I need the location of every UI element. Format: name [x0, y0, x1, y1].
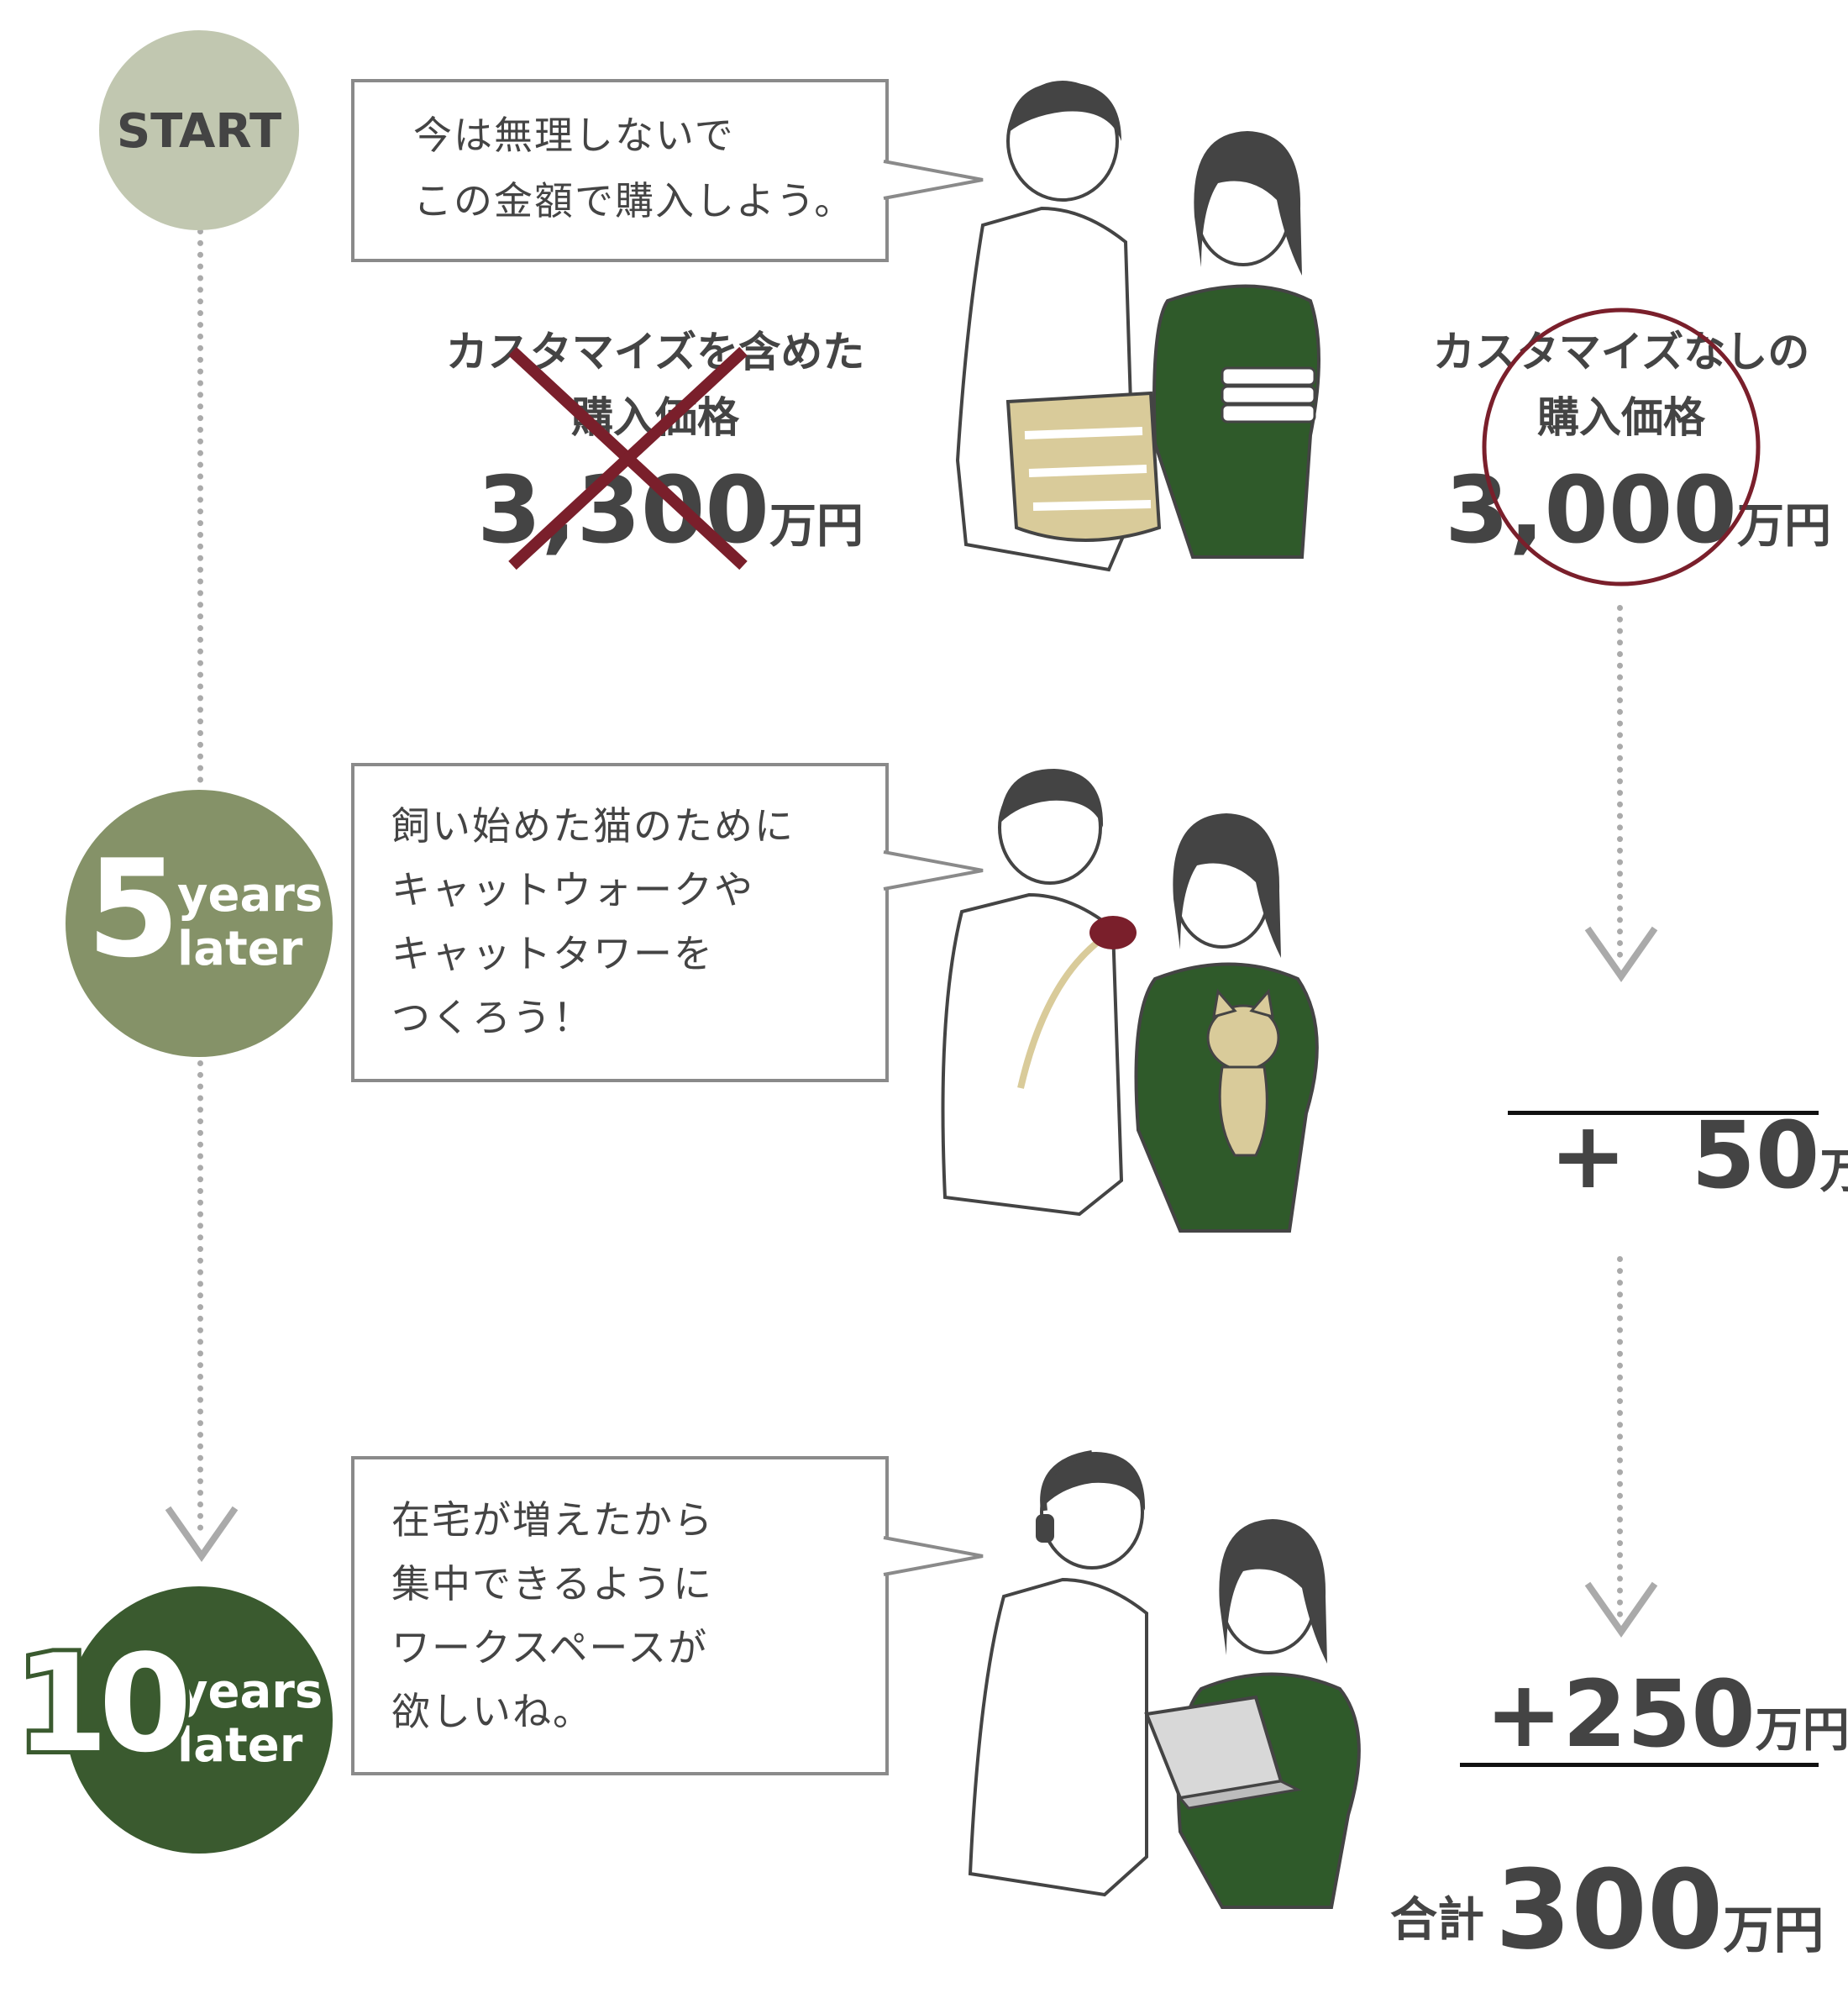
milestone-5-line1: years: [177, 868, 323, 923]
price-with-custom-unit: 万円: [769, 499, 864, 554]
bubble-10-line-4: 欲しいね。: [391, 1689, 593, 1734]
bubble-5-line-3: キャットタワーを: [391, 931, 714, 976]
selected-circle-icon: [1482, 308, 1761, 586]
cost-dots-2: [1617, 1256, 1623, 1617]
bubble-10-line-1: 在宅が増えたから: [391, 1497, 714, 1543]
speech-bubble-tail: [883, 160, 984, 200]
addition-5-value: + 50: [1549, 1102, 1820, 1209]
milestone-10-line1: years: [177, 1664, 323, 1719]
bubble-start-line-2: この金額で購入しよう。: [413, 178, 855, 223]
addition-10-value: +250: [1485, 1660, 1756, 1768]
milestone-10-line2: later: [177, 1718, 303, 1773]
bubble-10-line-2: 集中できるように: [391, 1561, 714, 1606]
speech-bubble-tail: [883, 1536, 984, 1576]
addition-5-rule: [1508, 1111, 1819, 1115]
price-without-custom-label-1: カスタマイズなしの: [1432, 328, 1810, 376]
price-without-custom-value: 3,000万円: [1445, 464, 1831, 556]
bubble-10-line-3: ワークスペースが: [391, 1625, 709, 1670]
speech-bubble-10-years: [351, 1456, 889, 1775]
timeline-arrow-icon: [165, 1506, 239, 1562]
couple-illustration-10-years: [968, 1450, 1361, 1909]
addition-5-years: + 50万円: [1485, 1017, 1848, 1202]
reject-x-icon: [508, 346, 748, 571]
milestone-10-years: years later: [66, 1586, 333, 1854]
cost-arrow-icon: [1584, 1581, 1658, 1638]
price-without-custom-label-2: 購入価格: [1537, 393, 1705, 442]
milestone-5-number: 5: [87, 830, 181, 987]
addition-10-unit: 万円: [1755, 1703, 1848, 1758]
timeline-dots-2: [197, 1060, 203, 1531]
milestone-start-label: START: [116, 104, 282, 159]
price-without-custom-number: 3,000: [1445, 456, 1737, 564]
couple-illustration-5-years: [941, 769, 1319, 1233]
milestone-start: START: [99, 30, 299, 230]
addition-5-unit: 万円: [1819, 1144, 1848, 1199]
bubble-5-line-1: 飼い始めた猫のために: [391, 803, 795, 849]
cost-arrow-icon: [1584, 926, 1658, 982]
speech-bubble-5-years: [351, 763, 889, 1082]
addition-10-years: +250万円: [1485, 1668, 1848, 1760]
milestone-10-number: 10: [11, 1625, 197, 1782]
speech-bubble-tail: [883, 850, 984, 891]
bubble-start-line-1: 今は無理しないで: [413, 113, 735, 158]
total-number: 300: [1495, 1846, 1724, 1974]
bubble-5-line-4: つくろう！: [391, 995, 593, 1040]
total-label: 合計: [1390, 1893, 1484, 1948]
total-unit: 万円: [1723, 1901, 1824, 1960]
price-without-custom-unit: 万円: [1736, 499, 1831, 554]
bubble-5-line-2: キャットウォークや: [391, 867, 754, 912]
milestone-5-years: 5 years later: [66, 790, 333, 1057]
milestone-5-line2: later: [177, 922, 303, 976]
timeline-dots-1: [197, 229, 203, 783]
cost-dots-1: [1617, 605, 1623, 958]
couple-illustration-start: [955, 81, 1320, 572]
total-value: 300万円: [1495, 1855, 1824, 1964]
addition-10-rule: [1460, 1763, 1819, 1767]
